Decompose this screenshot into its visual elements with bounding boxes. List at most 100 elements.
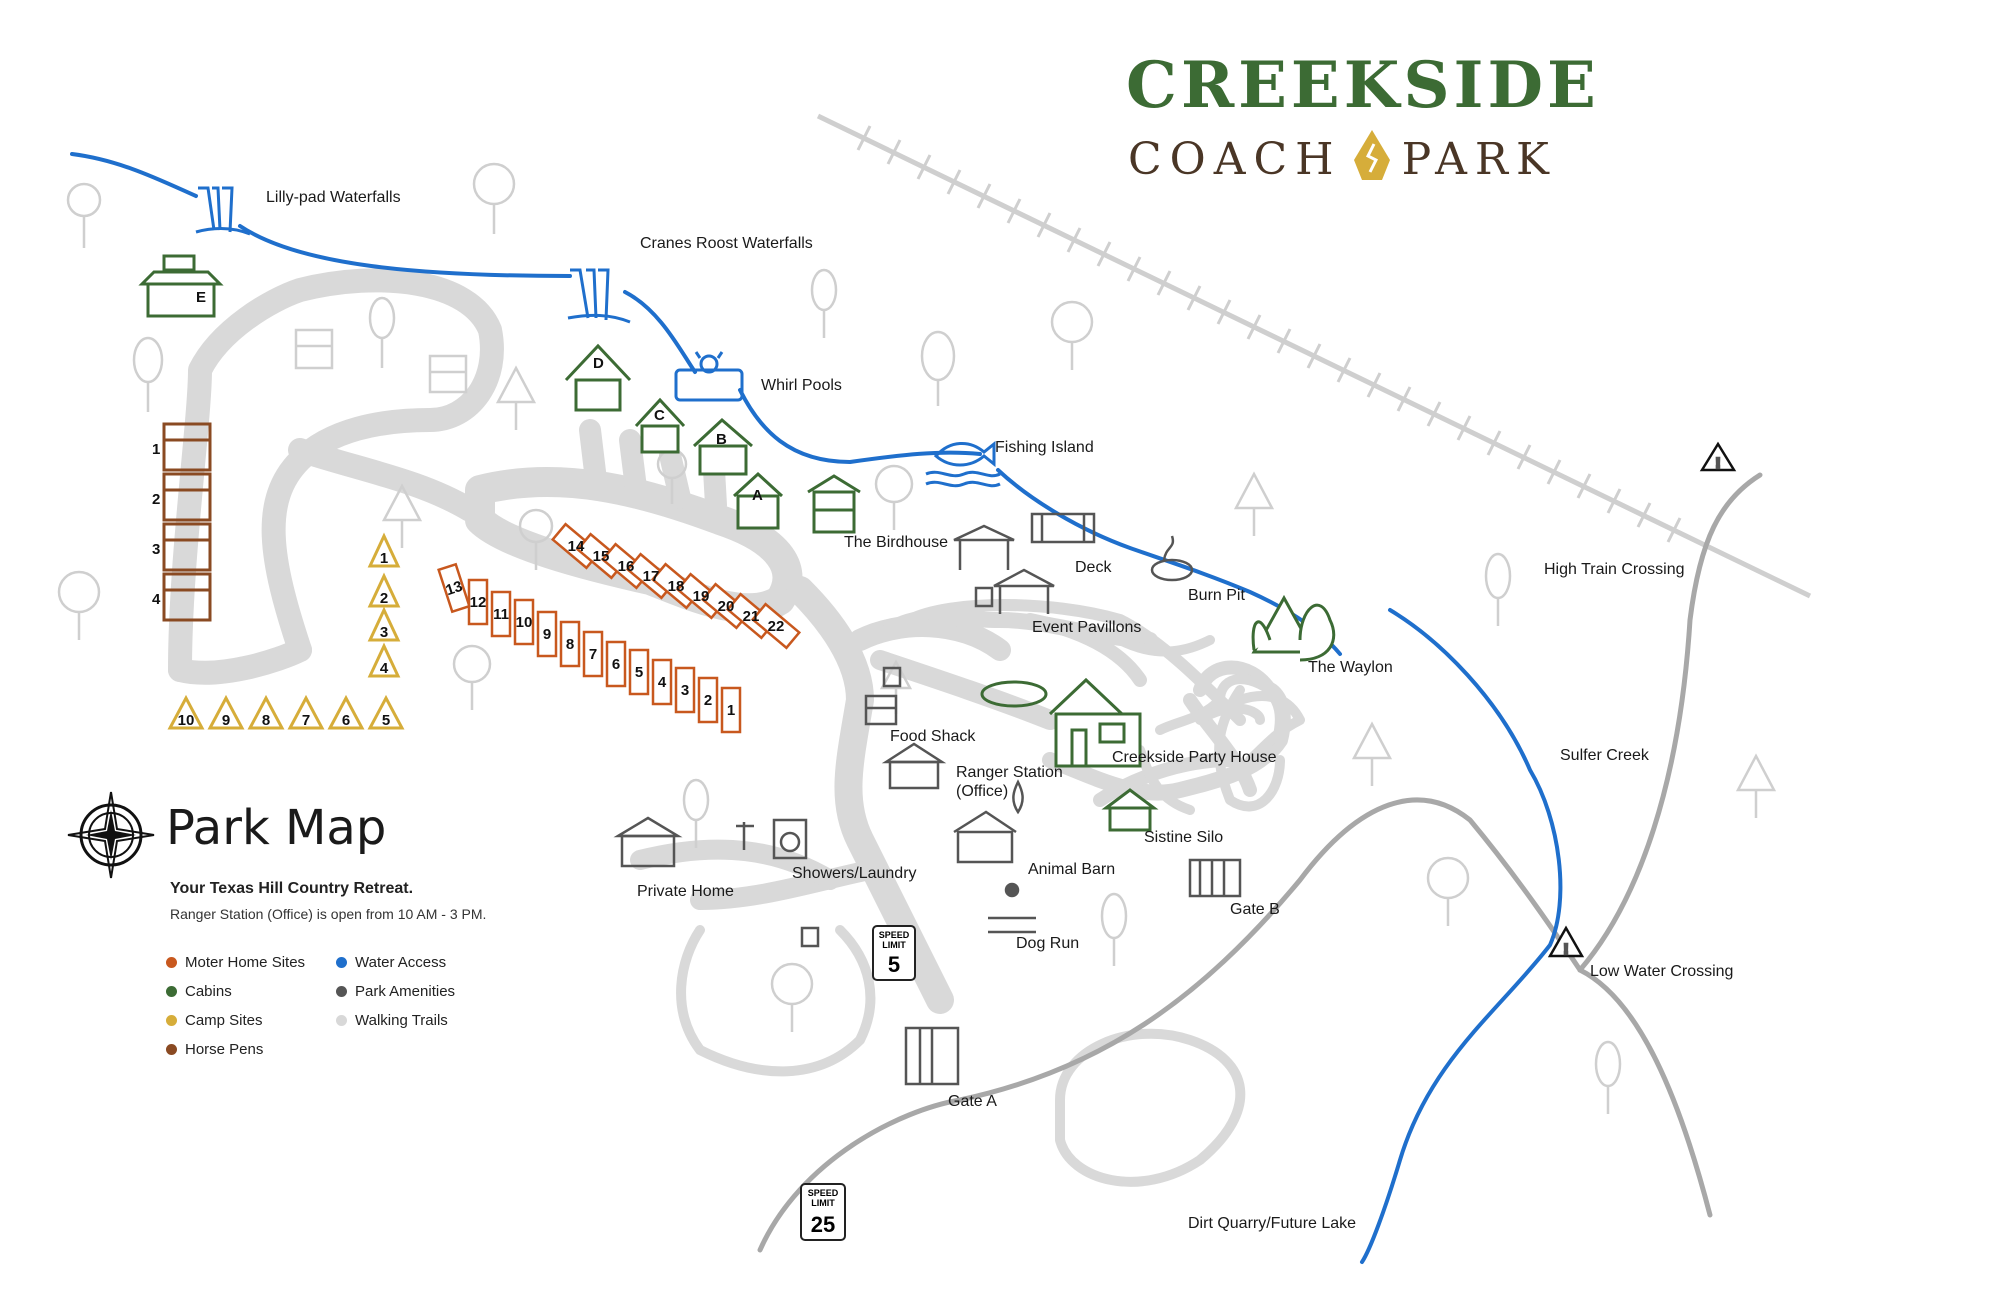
speed-limit-25-sign: SPEED LIMIT 25: [800, 1183, 846, 1241]
speed-sign-mid: LIMIT: [882, 940, 906, 950]
label-private-home: Private Home: [637, 883, 734, 900]
amenities: ! !: [613, 441, 1737, 1086]
camp-site-number: 8: [262, 712, 270, 729]
brand-title: CREEKSIDE: [1126, 48, 1600, 123]
animal-barn-icon: [953, 779, 1024, 864]
fishing-icon: [925, 440, 1001, 488]
label-sulfer-creek: Sulfer Creek: [1560, 747, 1650, 764]
dirt-roads: [757, 472, 1763, 1253]
pavilion-icon: [953, 524, 1015, 570]
label-ranger-station: Ranger Station: [956, 764, 1063, 781]
camp-site-number: 1: [380, 550, 388, 567]
rv-site-number: 2: [704, 692, 712, 709]
legend-item: Park Amenities: [336, 983, 506, 1000]
label-whirl-pools: Whirl Pools: [761, 377, 842, 394]
label-animal-barn: Animal Barn: [1028, 861, 1115, 878]
brand-park: PARK: [1401, 134, 1557, 185]
legend-label: Cabins: [185, 983, 232, 1000]
tree-icon: [1233, 471, 1275, 536]
camp-site-number: 6: [342, 712, 350, 729]
label-dirt-quarry: Dirt Quarry/Future Lake: [1188, 1215, 1356, 1232]
camp-sites: [167, 532, 405, 730]
tree-icon: [495, 365, 537, 430]
pool-icon: [980, 680, 1048, 708]
cabin-c-icon: [634, 397, 686, 454]
rv-site-number: 19: [693, 588, 710, 605]
label-cranes-roost: Cranes Roost Waterfalls: [640, 235, 813, 252]
label-deck: Deck: [1075, 559, 1112, 576]
warning-sign-icon: !: [1547, 925, 1585, 959]
tree-icon: [132, 336, 164, 412]
rv-site-number: 6: [612, 656, 620, 673]
rv-site-number: 5: [635, 664, 643, 681]
legend-swatch: [336, 957, 347, 968]
cabin-letter: B: [716, 431, 727, 448]
label-event-pavillons: Event Pavillons: [1032, 619, 1141, 636]
camp-site-number: 7: [302, 712, 310, 729]
tree-icon: [1351, 721, 1393, 786]
tree-icon: [1426, 856, 1470, 926]
birdhouse-icon: [807, 474, 861, 534]
speed-sign-value: 25: [811, 1212, 835, 1237]
cabin-a-icon: [732, 471, 784, 530]
cabin-letter: A: [752, 487, 763, 504]
tree-icon: [472, 162, 516, 234]
cabin-letters: E D C B A: [196, 289, 763, 504]
showers-icon: [736, 818, 808, 860]
label-high-train: High Train Crossing: [1544, 561, 1685, 578]
pavilion-icon: [993, 568, 1055, 614]
horse-pen-number: 1: [152, 441, 160, 458]
ranger-station-icon: [881, 742, 947, 790]
rv-site-number: 22: [768, 618, 785, 635]
label-sistine-silo: Sistine Silo: [1144, 829, 1223, 846]
tree-icon: [920, 330, 956, 406]
deck-icon: [1030, 512, 1096, 544]
brand-subtitle: COACH PARK: [1128, 130, 1557, 185]
legend-swatch: [336, 1015, 347, 1026]
brand-coach: COACH: [1128, 134, 1342, 185]
food-shack-icon: [864, 694, 898, 726]
tree-icon: [368, 296, 396, 368]
rv-site-number: 16: [618, 558, 635, 575]
tree-icon: [874, 464, 914, 530]
camp-site-number: 3: [380, 624, 388, 641]
walking-trails: [168, 268, 1305, 1187]
legend-swatch: [166, 1044, 177, 1055]
rv-site-number: 11: [493, 606, 509, 623]
tree-icon: [810, 268, 838, 338]
creek-water: [70, 152, 1563, 1264]
tree-icon: [452, 644, 492, 710]
horse-pens: [162, 422, 212, 622]
horse-pen-number: 2: [152, 491, 160, 508]
rv-site-number: 18: [668, 578, 685, 595]
arrowhead-logo-icon: [1353, 130, 1390, 180]
legend-item: Camp Sites: [166, 1012, 336, 1029]
cabin-letter: E: [196, 289, 206, 306]
label-party-house: Creekside Party House: [1112, 749, 1277, 766]
rv-site-number: 8: [566, 636, 574, 653]
tree-icon: [682, 778, 710, 848]
rv-site-number: 7: [589, 646, 597, 663]
tree-icon: [1735, 753, 1777, 818]
map-title: Park Map: [166, 800, 387, 856]
rv-site-number: 10: [516, 614, 533, 631]
tree-icon: [518, 508, 554, 570]
legend-label: Horse Pens: [185, 1041, 264, 1058]
rv-site-number: 4: [658, 674, 667, 691]
gate-a-icon: [904, 1026, 960, 1086]
tree-icon: [1484, 552, 1512, 626]
label-ranger-office: (Office): [956, 783, 1008, 800]
legend-item: Water Access: [336, 954, 506, 971]
camp-site-number: 4: [380, 660, 389, 677]
legend-item: Horse Pens: [166, 1041, 336, 1058]
rv-site-number: 12: [470, 594, 487, 611]
railroad-track: [816, 113, 1812, 599]
tree-icon: [57, 570, 101, 640]
cabin-b-icon: [692, 417, 753, 476]
warning-sign-icon: !: [1699, 441, 1737, 473]
burn-pit-icon: [1150, 535, 1194, 582]
legend-swatch: [336, 986, 347, 997]
rv-sites-inner: 14 15 16 17 18 19 20 21 22: [550, 522, 802, 650]
label-low-water: Low Water Crossing: [1590, 963, 1733, 980]
